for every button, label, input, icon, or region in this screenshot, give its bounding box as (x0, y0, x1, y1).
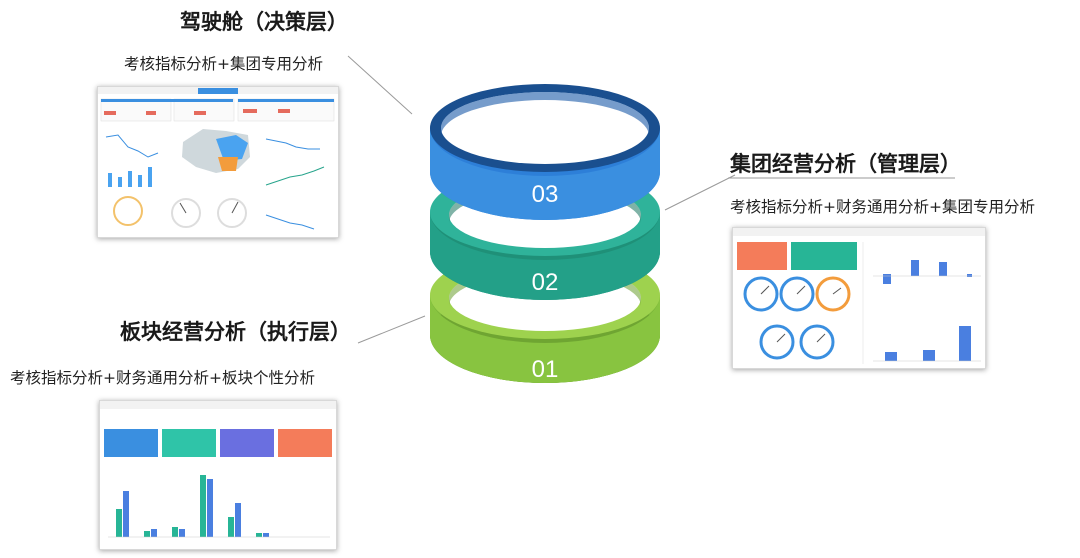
dashboard-thumbnail-segment (99, 400, 337, 550)
cockpit-dashboard-graphic (98, 87, 338, 230)
dashboard-thumbnail-management (732, 227, 986, 369)
ring-number-03: 03 (532, 181, 559, 208)
ring-number-02: 02 (532, 269, 559, 296)
layer-02-subtitle: 考核指标分析+财务通用分析+集团专用分析 (730, 198, 1035, 216)
ring-number-01: 01 (532, 356, 559, 383)
layer-01-title: 板块经营分析（执行层） (120, 320, 351, 344)
layer-03-subtitle: 考核指标分析+集团专用分析 (124, 55, 323, 73)
connector-02 (664, 174, 736, 211)
layer-02-title: 集团经营分析（管理层） (730, 152, 961, 176)
layer-03-title: 驾驶舱（决策层） (180, 10, 348, 34)
ring-03 (430, 84, 660, 220)
layer-01-subtitle: 考核指标分析+财务通用分析+板块个性分析 (10, 369, 315, 387)
connector-03 (347, 55, 413, 115)
management-dashboard-graphic (733, 228, 985, 364)
segment-dashboard-graphic (100, 401, 336, 538)
connector-01 (357, 315, 426, 344)
dashboard-thumbnail-cockpit (97, 86, 339, 238)
